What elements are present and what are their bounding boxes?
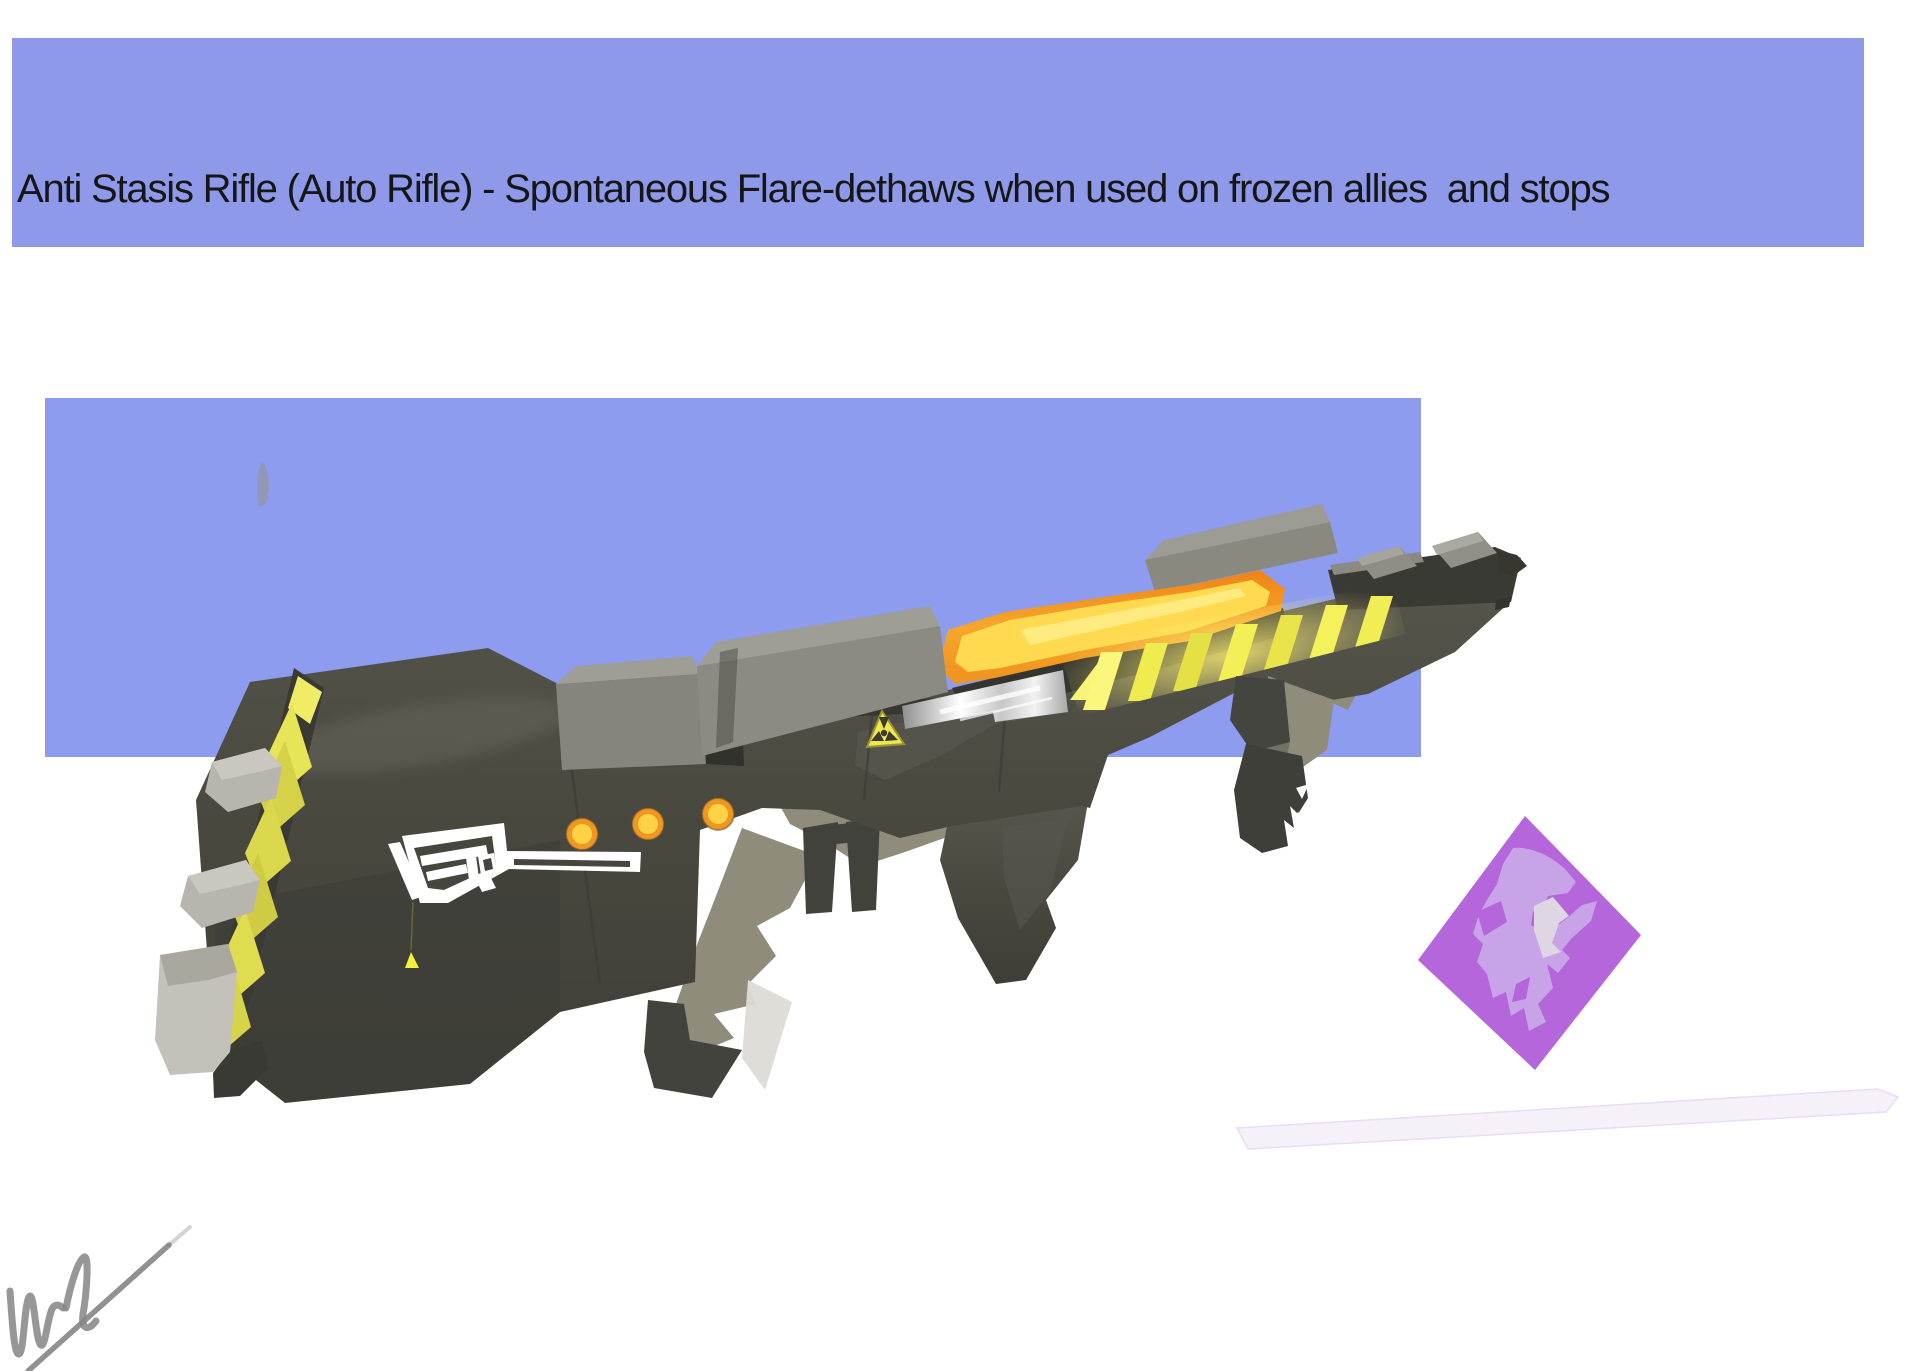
stock-sheen bbox=[271, 697, 569, 773]
stock-knobs bbox=[155, 748, 282, 1098]
indicator-dots bbox=[565, 797, 735, 851]
seam-accent bbox=[410, 901, 414, 951]
floor-sliver bbox=[1235, 1088, 1900, 1150]
stock-lower-shade bbox=[215, 840, 560, 1100]
chevron-stripes bbox=[1058, 589, 1406, 716]
yellow-glint bbox=[405, 952, 419, 968]
trigger-guard bbox=[803, 818, 880, 914]
silver-panel bbox=[902, 670, 1068, 729]
rail-blocks bbox=[556, 504, 1527, 770]
pistol-grip bbox=[940, 802, 1088, 984]
skull-highlight-patch bbox=[1534, 897, 1569, 958]
annotation-banner: Anti Stasis Rifle (Auto Rifle) - Spontan… bbox=[12, 38, 1864, 247]
paint-smudge bbox=[257, 461, 270, 507]
rifle-illustration bbox=[155, 504, 1527, 1103]
skull-eye bbox=[1477, 901, 1507, 936]
muzzle bbox=[1328, 532, 1527, 610]
energy-rail bbox=[938, 570, 1285, 684]
foregrip bbox=[1230, 676, 1334, 853]
artist-signature bbox=[6, 1225, 192, 1371]
skull-jaw-slit bbox=[1512, 977, 1530, 1002]
banner-line-1: Anti Stasis Rifle (Auto Rifle) - Spontan… bbox=[17, 167, 1611, 211]
skull-diamond-badge bbox=[1418, 816, 1641, 1070]
skull-icon bbox=[1473, 847, 1597, 1031]
radiation-icon bbox=[865, 708, 906, 749]
magazine bbox=[644, 828, 818, 1098]
barcode-emblem bbox=[388, 823, 641, 903]
